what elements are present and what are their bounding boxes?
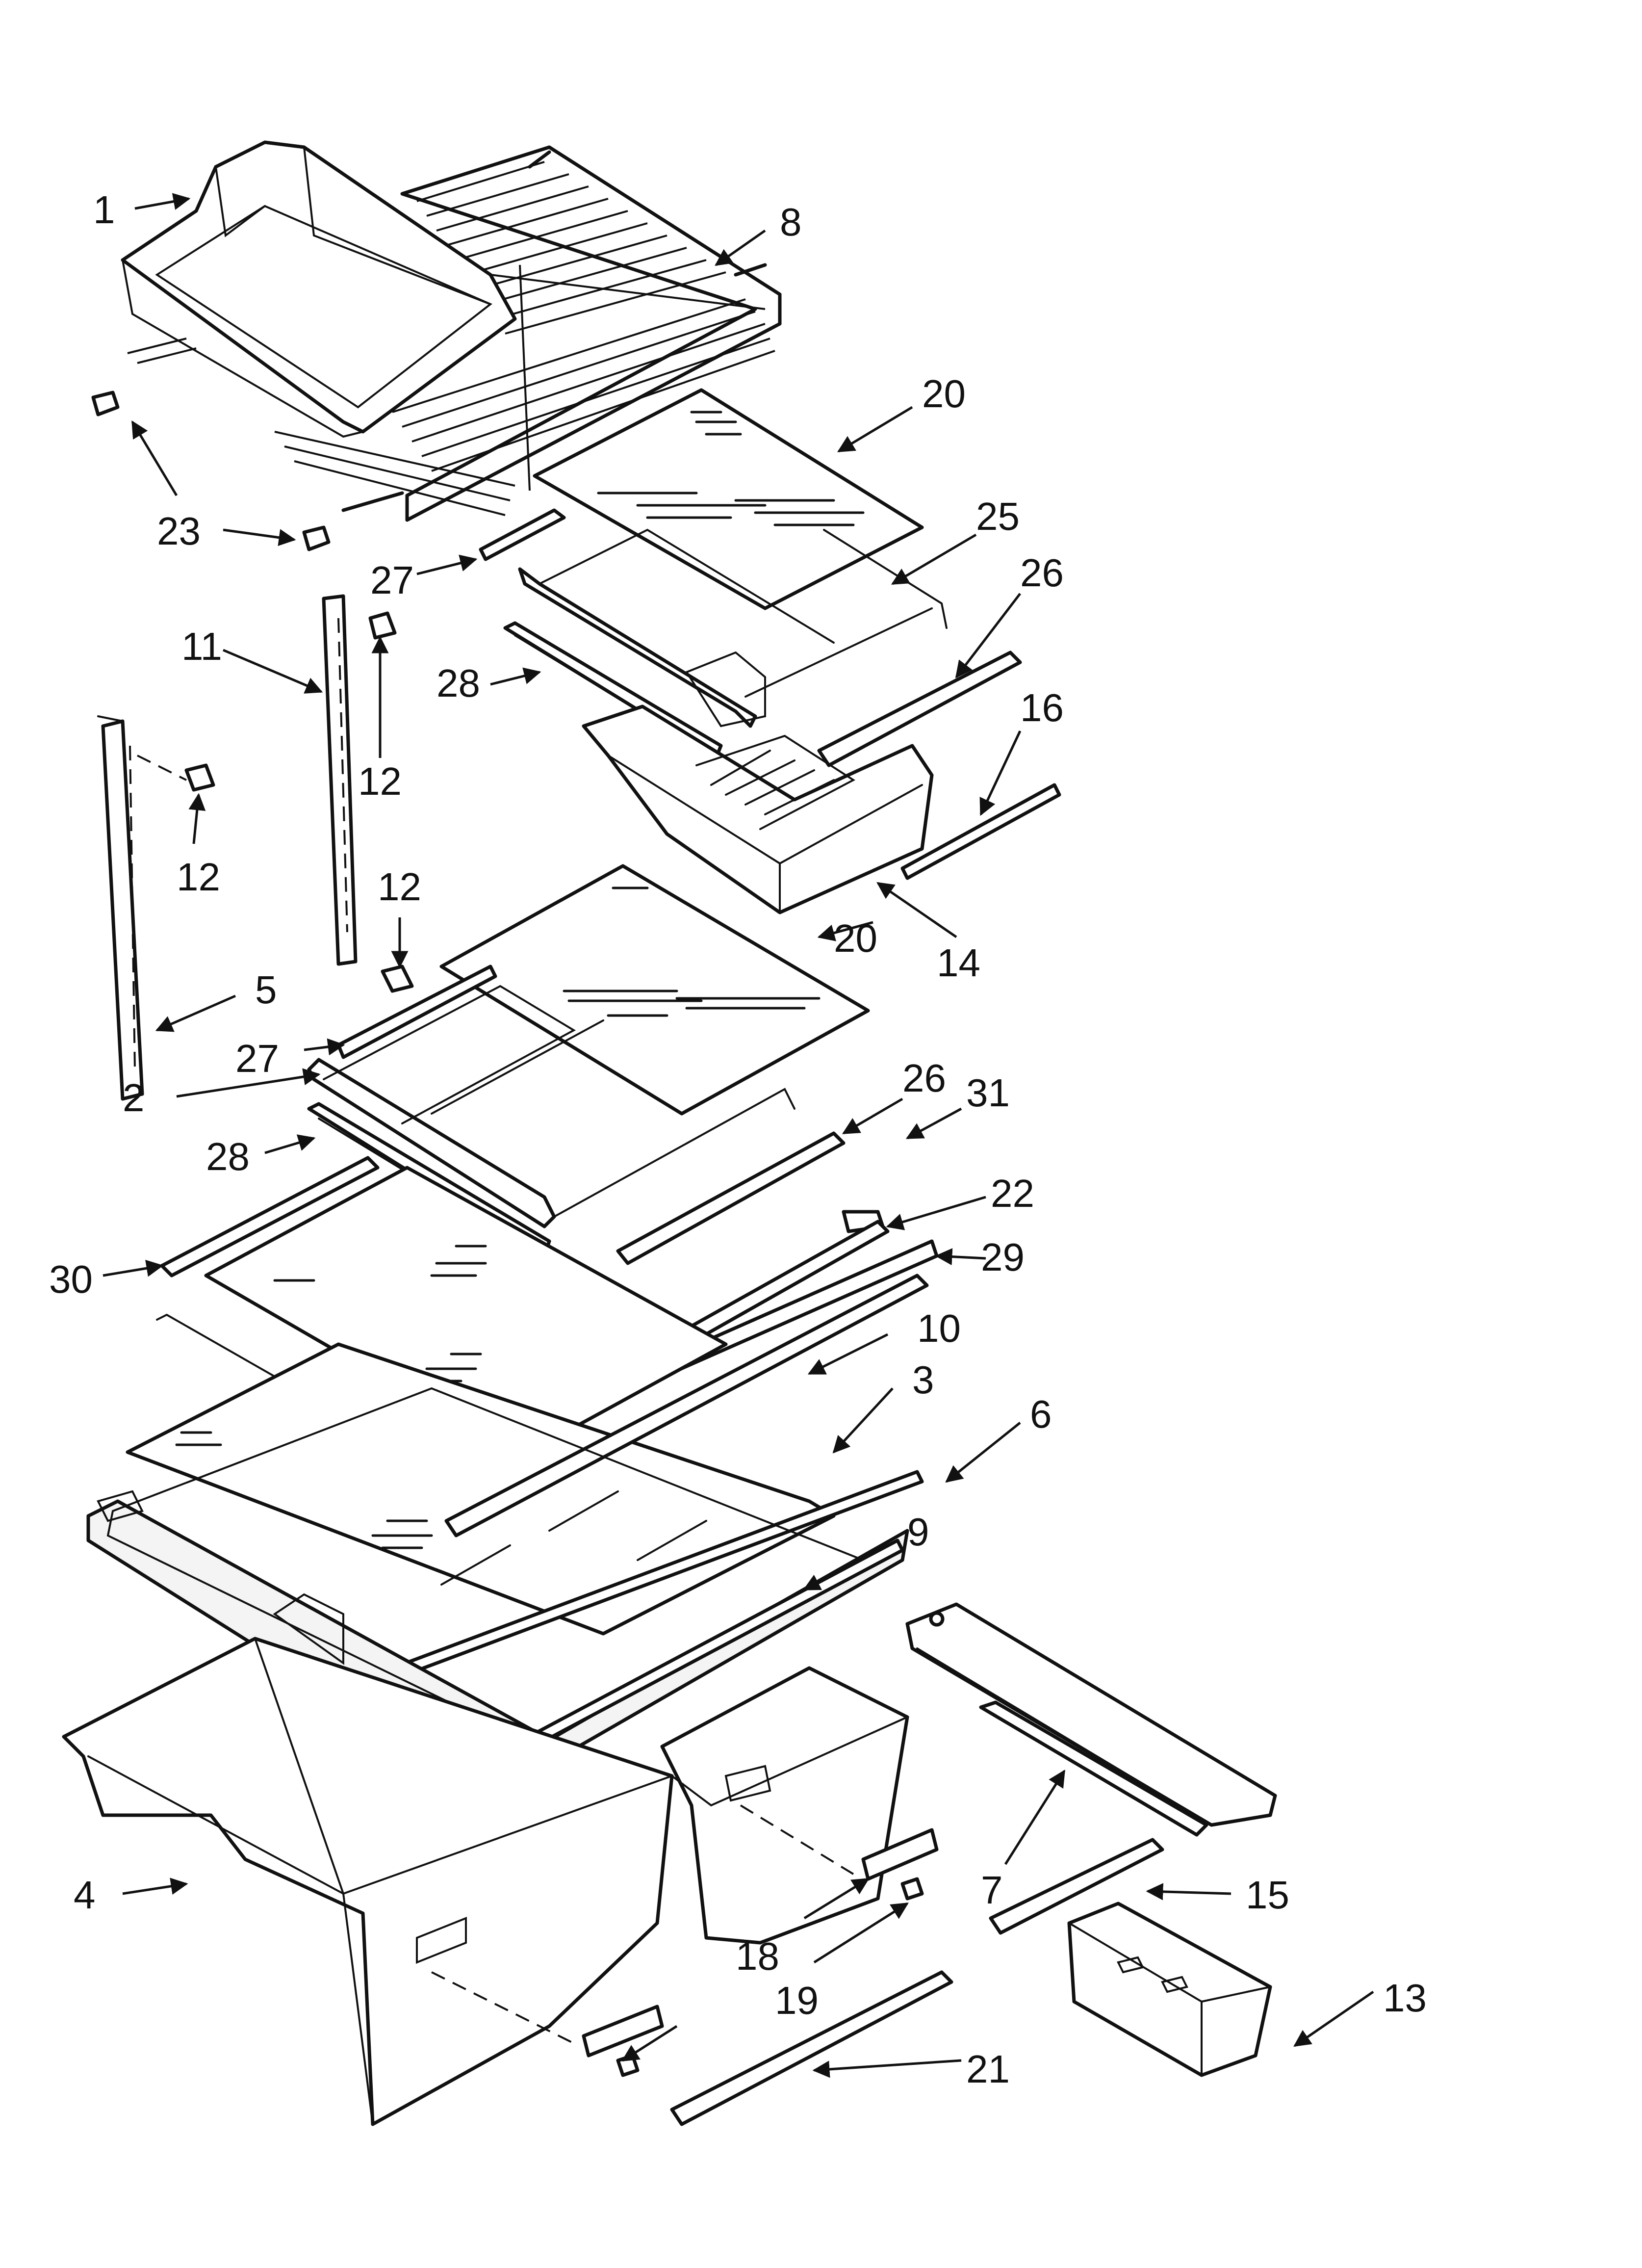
callout-21: 21 — [966, 2047, 1010, 2091]
part-14-crisper-pan — [582, 651, 934, 914]
callout-5: 5 — [255, 968, 277, 1012]
callout-27: 27 — [370, 558, 414, 602]
part-30-trim — [160, 1156, 380, 1277]
part-1-bin — [121, 140, 517, 438]
callout-16: 16 — [1020, 686, 1064, 730]
callout-26: 26 — [1020, 551, 1064, 595]
part-27-trim-upper — [479, 508, 566, 561]
part-18-drawer-clip — [582, 1828, 939, 2058]
part-13-bin — [1067, 1902, 1272, 2077]
callout-29: 29 — [981, 1235, 1025, 1279]
callout-11: 11 — [181, 625, 222, 668]
callout-8: 8 — [780, 200, 802, 244]
callout-9: 9 — [907, 1510, 929, 1554]
callout-28: 28 — [436, 661, 480, 705]
part-20-glass-middle — [439, 864, 870, 1116]
callout-15: 15 — [1246, 1873, 1289, 1917]
part-11-shelf-ladder — [322, 594, 358, 966]
callout-25: 25 — [976, 495, 1020, 538]
part-23-shelf-pin — [91, 391, 331, 551]
callout-14: 14 — [937, 941, 980, 985]
callout-4: 4 — [74, 1873, 96, 1917]
part-21-drawer-trim — [670, 1970, 953, 2126]
callout-13: 13 — [1383, 1976, 1427, 2020]
part-27-trim-middle — [336, 965, 497, 1059]
part-7-crisper-bracket — [905, 1602, 1277, 1837]
part-5-shelf-ladder — [97, 715, 187, 1101]
callout-2: 2 — [123, 1076, 145, 1120]
callout-1: 1 — [93, 188, 115, 232]
callout-12: 12 — [378, 865, 421, 909]
part-8-wire-extension — [127, 338, 515, 516]
callout-26: 26 — [902, 1056, 946, 1100]
callout-18: 18 — [736, 1934, 779, 1978]
callout-3: 3 — [912, 1358, 934, 1402]
leader-lines — [103, 193, 1374, 2078]
part-3-glass — [126, 1274, 929, 1636]
callout-12: 12 — [177, 855, 220, 899]
callout-20: 20 — [922, 372, 966, 416]
callout-30: 30 — [49, 1257, 93, 1301]
callout-31: 31 — [966, 1071, 1010, 1115]
callout-20: 20 — [834, 916, 877, 960]
part-9-crisper-cover — [86, 1387, 909, 1798]
part-20-glass-upper — [533, 388, 924, 610]
part-16-trim — [900, 783, 1061, 880]
part-4-crisper-drawer-right — [660, 1666, 909, 1945]
part-4-crisper-drawer — [62, 1637, 674, 2126]
part-8-wire-shelf — [341, 145, 782, 522]
callout-12: 12 — [358, 759, 402, 803]
callout-22: 22 — [991, 1172, 1034, 1215]
callout-19: 19 — [775, 1979, 819, 2022]
part-26-trim-middle — [616, 1131, 846, 1265]
callout-6: 6 — [1030, 1392, 1052, 1436]
callout-27: 27 — [235, 1037, 279, 1080]
callout-labels: 1 8 20 23 25 27 26 11 28 12 16 12 12 20 … — [49, 188, 1427, 2091]
part-15-drawer-trim — [989, 1838, 1164, 1935]
callout-28: 28 — [206, 1135, 250, 1178]
callout-7: 7 — [981, 1868, 1003, 1912]
part-26-trim-upper — [817, 651, 1022, 767]
part-12-screw — [184, 611, 414, 993]
callout-23: 23 — [157, 509, 201, 553]
callout-10: 10 — [917, 1306, 961, 1350]
